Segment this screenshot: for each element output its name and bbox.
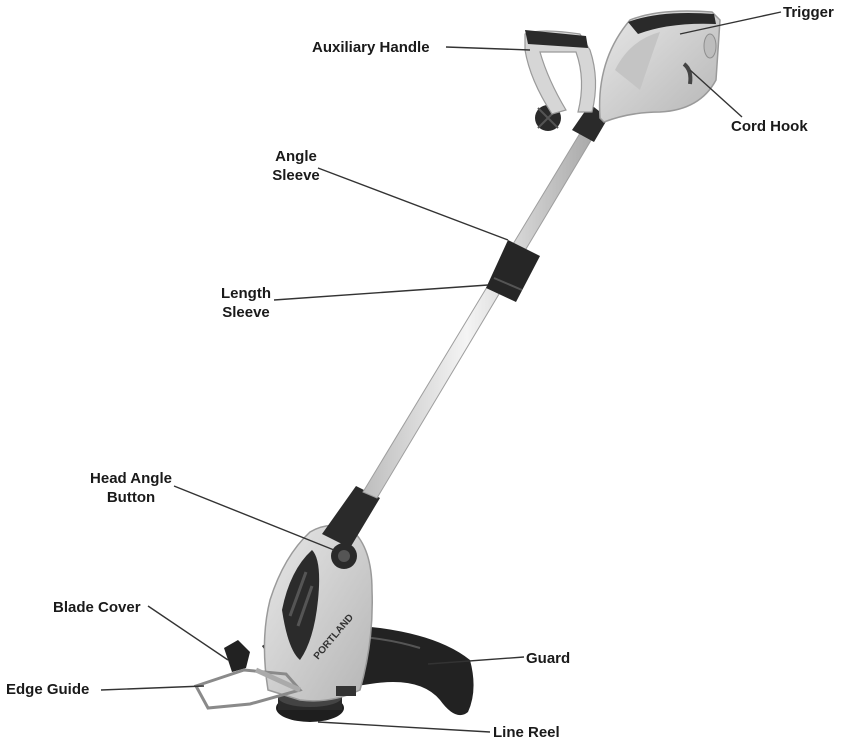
leader-length-sleeve [273,284,489,301]
label-head-angle-button-line2: Button [106,489,156,506]
main-handle-shape [598,10,721,123]
label-line-reel: Line Reel [493,724,560,741]
leader-edge-guide [100,685,205,691]
label-angle-sleeve-line1: Angle [275,148,317,165]
leader-cord-hook [689,69,743,118]
vent-icon [336,686,356,696]
label-blade-cover: Blade Cover [53,599,141,616]
motor-housing-shape [263,524,373,702]
label-length-sleeve-line2: Sleeve [222,304,270,321]
length-sleeve-shape [486,240,540,302]
label-angle-sleeve: Angle Sleeve [262,147,330,185]
label-cord-hook: Cord Hook [731,118,808,135]
leader-head-angle-button [173,485,335,551]
label-trigger: Trigger [783,4,834,21]
label-angle-sleeve-line2: Sleeve [272,167,320,184]
leader-guard [427,656,525,665]
label-head-angle-button-line1: Head Angle [90,470,172,487]
shaft-shape [362,129,594,499]
label-auxiliary-handle: Auxiliary Handle [312,39,430,56]
blade-cover-shape [224,640,250,672]
cord-hook-icon [682,62,693,85]
head-angle-button-shape [331,543,357,569]
label-edge-guide: Edge Guide [6,681,90,698]
label-length-sleeve: Length Sleeve [212,284,280,322]
lower-collar-shape [322,486,380,548]
leader-auxiliary-handle [445,46,531,51]
leader-trigger [679,11,782,35]
label-head-angle-button: Head Angle Button [82,469,180,507]
leader-angle-sleeve [317,167,509,241]
leader-line-reel [317,721,491,733]
leader-blade-cover [147,605,229,661]
edge-guide-shape [193,667,303,710]
leader-lines [100,11,782,733]
auxiliary-handle-shape [524,30,597,115]
label-guard: Guard [526,650,571,667]
label-length-sleeve-line1: Length [221,285,271,302]
